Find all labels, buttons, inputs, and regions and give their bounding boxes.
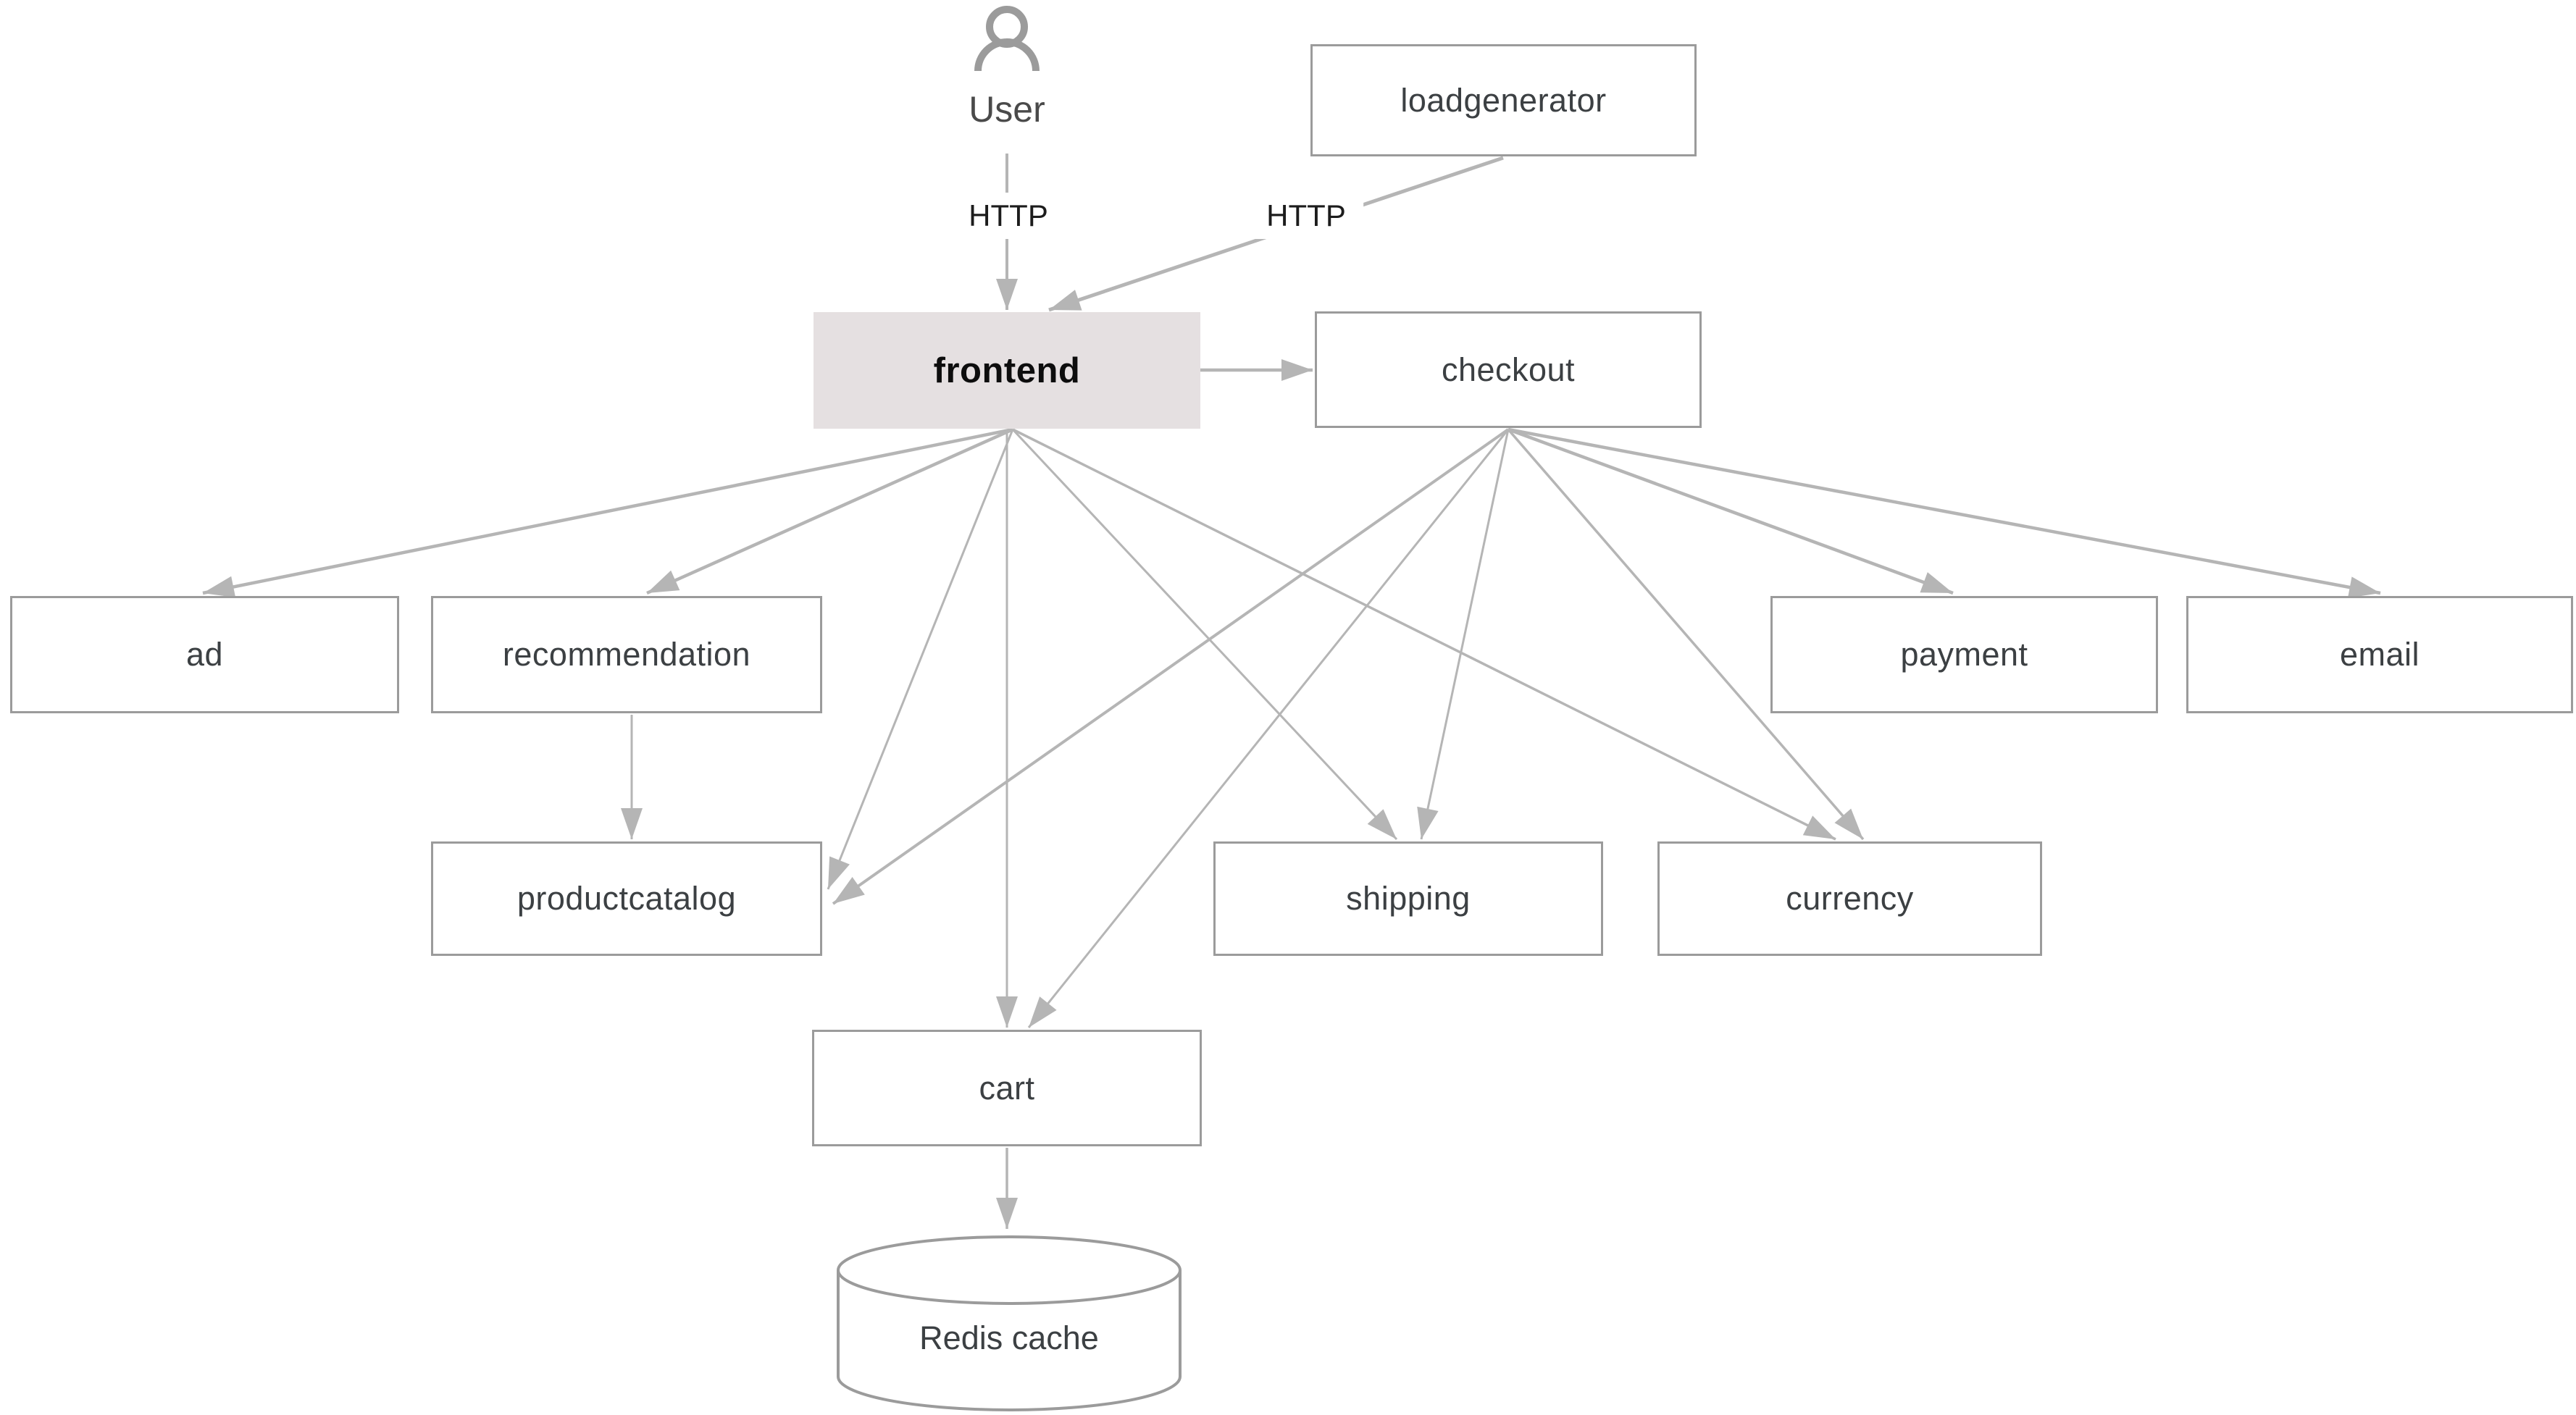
- redis-cylinder: [837, 1235, 1182, 1411]
- edge-checkout-email: [1507, 427, 2381, 598]
- node-cart: cart: [812, 1030, 1202, 1146]
- edge-checkout-currency: [1507, 428, 1865, 841]
- edge-frontend-recommendation: [646, 427, 1013, 595]
- node-currency: currency: [1657, 841, 2042, 956]
- edge-frontend-productcatalog: [827, 429, 1014, 890]
- redis-cylinder-rim: [837, 1269, 1182, 1305]
- node-checkout: checkout: [1315, 311, 1702, 428]
- edge-frontend-currency: [1012, 428, 1836, 841]
- edge-checkout-productcatalog: [832, 428, 1510, 905]
- edge-label-loadgen-http: HTTP: [1249, 193, 1363, 239]
- node-ad: ad: [10, 596, 399, 713]
- user-icon: [974, 6, 1040, 72]
- node-loadgenerator: loadgenerator: [1310, 44, 1697, 156]
- edge-label-user-http: HTTP: [951, 193, 1066, 239]
- node-productcatalog: productcatalog: [431, 841, 822, 956]
- edge-checkout-cart: [1027, 429, 1510, 1028]
- edge-frontend-ad: [202, 427, 1013, 598]
- user-icon-shoulders: [974, 38, 1040, 72]
- node-email: email: [2186, 596, 2573, 713]
- edge-checkout-payment: [1507, 427, 1954, 595]
- node-recommendation: recommendation: [431, 596, 822, 713]
- node-payment: payment: [1770, 596, 2158, 713]
- edge-frontend-shipping: [1011, 428, 1398, 841]
- user-label: User: [969, 89, 1045, 130]
- edge-checkout-shipping: [1417, 429, 1510, 840]
- node-shipping: shipping: [1213, 841, 1603, 956]
- node-redis-label: Redis cache: [919, 1319, 1099, 1356]
- node-frontend: frontend: [814, 312, 1200, 429]
